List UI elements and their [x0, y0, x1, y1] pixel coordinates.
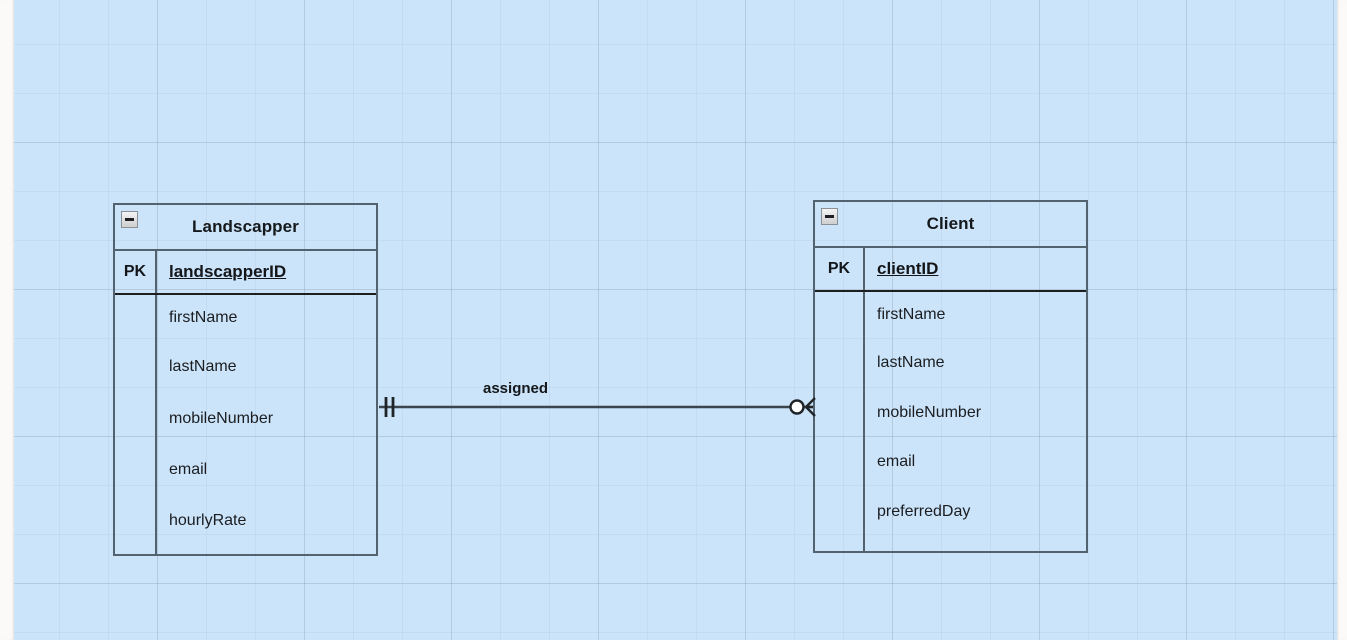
grid-background	[14, 0, 1337, 640]
attribute-row: mobileNumber	[169, 410, 274, 427]
attribute-list: firstName lastName mobileNumber email pr…	[865, 292, 1086, 551]
attribute-row: preferredDay	[877, 503, 971, 520]
canvas-left-margin	[0, 0, 14, 640]
entity-landscapper-pk-row: PK landscapperID	[115, 251, 376, 295]
attribute-row: email	[877, 453, 916, 470]
relationship-label: assigned	[483, 380, 549, 397]
entity-landscapper[interactable]: Landscapper PK landscapperID firstName l…	[113, 203, 378, 556]
pk-badge: PK	[115, 251, 157, 293]
pk-attribute-clientid: clientID	[877, 259, 939, 278]
attribute-row: mobileNumber	[877, 404, 982, 421]
cardinality-one-and-only-one	[384, 397, 395, 417]
entity-client-attributes: firstName lastName mobileNumber email pr…	[815, 292, 1086, 551]
entity-landscapper-header: Landscapper	[115, 205, 376, 251]
entity-client-header: Client	[815, 202, 1086, 248]
optional-circle-icon	[789, 399, 805, 415]
cardinality-zero-or-many	[789, 397, 816, 417]
canvas-right-margin	[1337, 0, 1347, 640]
entity-client-pk-row: PK clientID	[815, 248, 1086, 292]
attribute-row: firstName	[877, 306, 946, 323]
collapse-icon[interactable]	[121, 211, 138, 228]
pk-attribute-landscapperid: landscapperID	[169, 262, 287, 281]
collapse-icon[interactable]	[821, 208, 838, 225]
entity-landscapper-attributes: firstName lastName mobileNumber email ho…	[115, 295, 376, 554]
entity-client-title: Client	[926, 214, 975, 233]
minus-icon	[125, 218, 134, 221]
attribute-row: firstName	[169, 309, 238, 326]
attribute-key-gutter	[115, 295, 157, 554]
attribute-list: firstName lastName mobileNumber email ho…	[157, 295, 376, 554]
attribute-row: lastName	[877, 354, 945, 371]
attribute-row: email	[169, 461, 208, 478]
attribute-row: lastName	[169, 358, 237, 375]
attribute-key-gutter	[815, 292, 865, 551]
entity-landscapper-title: Landscapper	[192, 217, 299, 236]
entity-client[interactable]: Client PK clientID firstName lastName mo…	[813, 200, 1088, 553]
pk-badge: PK	[815, 248, 865, 290]
minus-icon	[825, 215, 834, 218]
attribute-row: hourlyRate	[169, 512, 247, 529]
